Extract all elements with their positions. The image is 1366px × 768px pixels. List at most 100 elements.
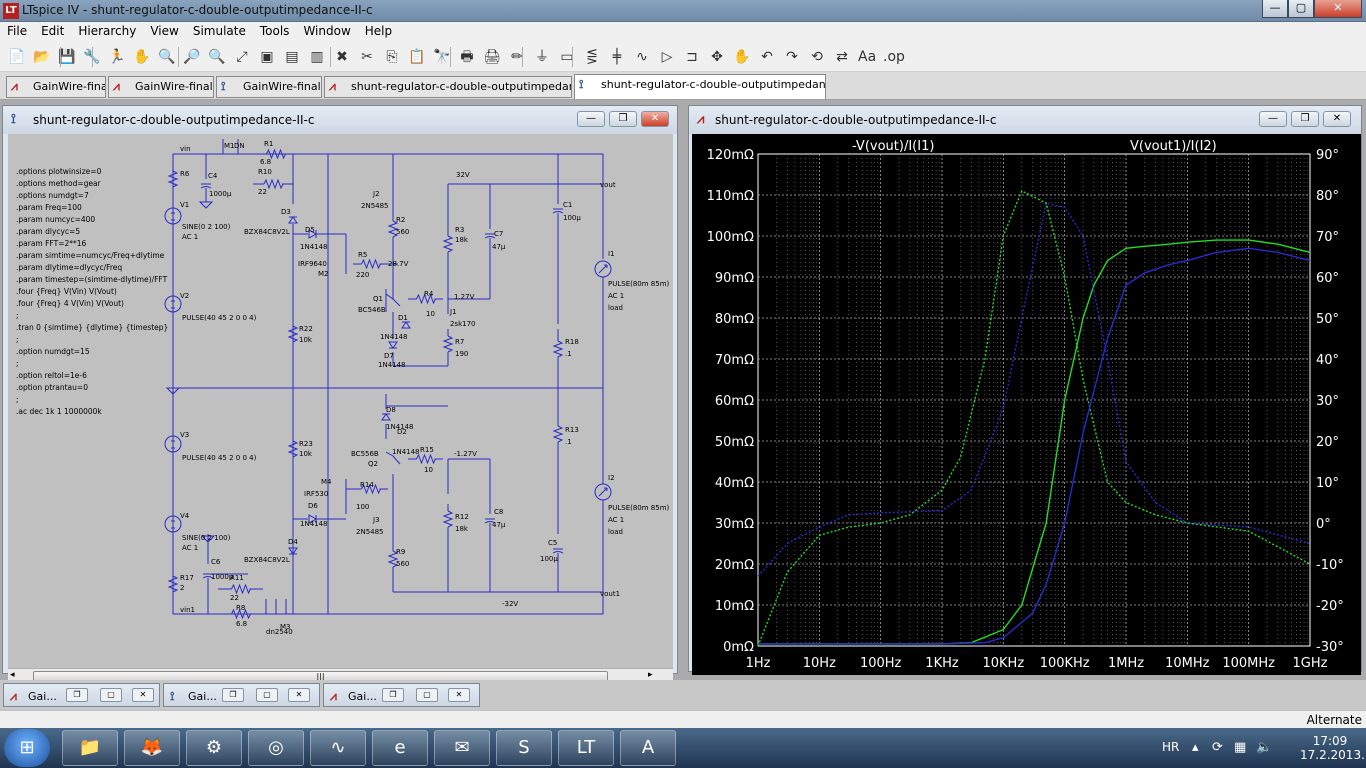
- restore-icon[interactable]: ❐: [382, 688, 404, 702]
- tab-gainwire-finall[interactable]: ⩘GainWire-finall: [6, 76, 106, 98]
- zoom-fit-icon[interactable]: ⤢: [236, 49, 248, 65]
- menu-help[interactable]: Help: [364, 24, 393, 38]
- taskbar-ltspice-oscilloscope-button[interactable]: ∿: [310, 730, 366, 766]
- copy-icon[interactable]: ⎘: [386, 49, 398, 65]
- resistor-r7[interactable]: [442, 335, 454, 353]
- find-icon[interactable]: 🔭: [433, 49, 451, 65]
- diode-d5[interactable]: [308, 229, 318, 239]
- plot-restore-button[interactable]: ❐: [1291, 111, 1319, 127]
- resistor-r5[interactable]: [361, 258, 381, 270]
- taskbar-internet-explorer-button[interactable]: e: [372, 730, 428, 766]
- taskbar-tools-button[interactable]: ⚙: [186, 730, 242, 766]
- taskbar-firefox-button[interactable]: 🦊: [124, 730, 180, 766]
- maximize-icon[interactable]: ▢: [100, 688, 122, 702]
- resistor-r2[interactable]: [387, 220, 399, 238]
- undo-icon[interactable]: ↶: [761, 49, 773, 65]
- resistor-r13[interactable]: [552, 425, 564, 443]
- resistor-r22[interactable]: [287, 325, 299, 343]
- volume-icon[interactable]: 🔈: [1256, 740, 1273, 755]
- resistor-r9[interactable]: [387, 550, 399, 568]
- print-icon[interactable]: 🖨: [483, 49, 501, 65]
- rotate-icon[interactable]: ⟲: [811, 49, 823, 65]
- diode-d7[interactable]: [388, 341, 398, 349]
- pan-icon[interactable]: 🔎: [183, 49, 201, 65]
- maximize-icon[interactable]: ▢: [256, 688, 278, 702]
- capacitor-c5[interactable]: [552, 551, 564, 554]
- ground-icon[interactable]: ⏚: [535, 49, 549, 65]
- taskbar-adobe-reader-button[interactable]: A: [620, 730, 676, 766]
- taskbar-mail-button[interactable]: ✉: [434, 730, 490, 766]
- tab-gainwire-finall-i-plot[interactable]: ⩘GainWire-finall-I: [108, 76, 214, 98]
- network-icon[interactable]: ▦: [1234, 740, 1247, 755]
- component-icon[interactable]: ⊐: [686, 49, 698, 65]
- close-icon[interactable]: ✕: [132, 688, 154, 702]
- restore-icon[interactable]: ❐: [66, 688, 88, 702]
- resistor-r15[interactable]: [416, 453, 436, 465]
- diode-d6[interactable]: [308, 514, 318, 524]
- resistor-icon[interactable]: ⋚: [586, 49, 598, 65]
- halt-icon[interactable]: ✋: [133, 49, 151, 65]
- resistor-r6[interactable]: [167, 170, 179, 188]
- taskbar-ltspice-button[interactable]: LT: [558, 730, 614, 766]
- spice-directive-line[interactable]: .param Freq=100: [16, 203, 82, 212]
- spice-directive-line[interactable]: .param FFT=2**16: [16, 239, 87, 248]
- ground-symbol[interactable]: [198, 201, 214, 209]
- schematic-restore-button[interactable]: ❐: [609, 111, 637, 127]
- move-icon[interactable]: ✥: [711, 49, 723, 65]
- spice-directive-line[interactable]: ;: [16, 395, 19, 404]
- save-icon[interactable]: 💾: [58, 49, 76, 65]
- spice-directive-line[interactable]: ;: [16, 359, 19, 368]
- resistor-r10[interactable]: [263, 178, 284, 190]
- spice-directive-line[interactable]: .param timestep=(simtime-dlytime)/FFT: [16, 275, 168, 284]
- series-vout1-i2-phase-trace[interactable]: [757, 202, 1311, 577]
- close-icon[interactable]: ✕: [448, 688, 470, 702]
- cascade-icon[interactable]: ▣: [260, 49, 274, 65]
- series-vout-i1-magnitude-trace[interactable]: [758, 239, 1311, 645]
- spice-directive-line[interactable]: .option numdgt=15: [16, 347, 90, 356]
- zener-diode-d3[interactable]: [288, 216, 298, 224]
- zoom-in-icon[interactable]: 🔍: [158, 49, 176, 65]
- resistor-r23[interactable]: [287, 440, 299, 458]
- tile-vertical-icon[interactable]: ▥: [310, 49, 324, 65]
- open-icon[interactable]: 📂: [33, 49, 51, 65]
- capacitor-c7[interactable]: [484, 236, 496, 239]
- transistor-q2[interactable]: [385, 451, 401, 465]
- menu-view[interactable]: View: [150, 24, 179, 38]
- close-button[interactable]: ✕: [1314, 0, 1362, 18]
- spice-directive-line[interactable]: .param numcyc=400: [16, 215, 96, 224]
- tab-shunt-regulator-schematic[interactable]: ⟟shunt-regulator-c-double-outputimpedanc…: [574, 74, 826, 99]
- resistor-r18[interactable]: [552, 340, 564, 358]
- voltage-source-v1[interactable]: [164, 207, 182, 225]
- clock[interactable]: 17:09 17.2.2013.: [1300, 734, 1365, 762]
- spice-directive-line[interactable]: .param simtime=numcyc/Freq+dlytime: [16, 251, 165, 260]
- capacitor-icon[interactable]: ╪: [612, 49, 622, 65]
- voltage-source-v4[interactable]: [164, 515, 182, 533]
- series-vout1-i2-magnitude-trace[interactable]: [758, 247, 1311, 645]
- schematic-close-button[interactable]: ✕: [641, 111, 669, 127]
- menu-tools[interactable]: Tools: [259, 24, 290, 38]
- text-icon[interactable]: Aa: [858, 49, 877, 65]
- zener-diode-d4[interactable]: [288, 547, 298, 555]
- zoom-out-icon[interactable]: 🔍: [208, 49, 226, 65]
- taskbar-skype-button[interactable]: S: [496, 730, 552, 766]
- redo-icon[interactable]: ↷: [786, 49, 798, 65]
- start-button[interactable]: ⊞: [4, 729, 50, 767]
- scroll-right-arrow-icon[interactable]: ▸: [648, 670, 653, 680]
- close-all-icon[interactable]: ✖: [336, 49, 348, 65]
- tab-gainwire-finall-i-schematic[interactable]: ⟟GainWire-finall-I: [216, 76, 322, 98]
- scroll-left-arrow-icon[interactable]: ◂: [10, 670, 15, 680]
- label-net-icon[interactable]: ▭: [560, 49, 574, 65]
- spice-directive-line[interactable]: .param dlycyc=5: [16, 227, 81, 236]
- print-setup-icon[interactable]: 🖶: [460, 49, 474, 65]
- schematic-minimize-button[interactable]: —: [577, 111, 605, 127]
- spice-directive-icon[interactable]: .op: [883, 49, 905, 65]
- resistor-r14[interactable]: [361, 483, 381, 495]
- menu-simulate[interactable]: Simulate: [192, 24, 246, 38]
- run-icon[interactable]: 🏃: [108, 49, 126, 65]
- show-hidden-icons-icon[interactable]: ▴: [1192, 740, 1199, 755]
- cut-icon[interactable]: ✂: [361, 49, 373, 65]
- resistor-r17[interactable]: [167, 575, 179, 593]
- menu-edit[interactable]: Edit: [41, 24, 65, 38]
- language-indicator[interactable]: HR: [1162, 740, 1180, 754]
